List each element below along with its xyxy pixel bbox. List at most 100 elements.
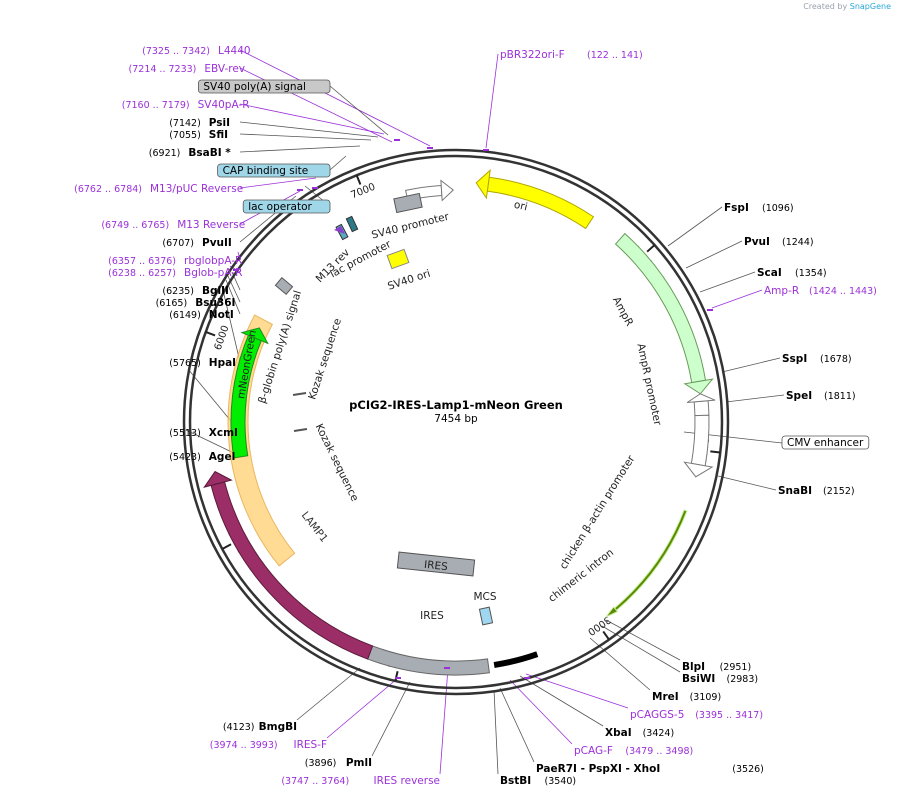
site-label-range: (1354) — [795, 268, 827, 279]
plasmid-name: pCIG2-IRES-Lamp1-mNeon Green — [349, 398, 563, 412]
feature-arcs — [203, 169, 716, 676]
plasmid-backbone — [182, 148, 730, 696]
leader-line — [725, 394, 785, 403]
leader-line — [239, 133, 372, 141]
credit-prefix: Created by — [803, 2, 848, 11]
sv40ori-label: SV40 ori — [386, 268, 432, 293]
site-label-name: PmlI — [346, 757, 372, 769]
ampr-arrowhead — [683, 378, 714, 395]
site-label-range: (5513) — [169, 428, 201, 439]
kozak-mark-2 — [293, 428, 308, 432]
site-label-range: (1811) — [824, 391, 856, 402]
leader-line — [499, 687, 535, 763]
leader-line — [239, 103, 385, 135]
tick-mark — [394, 671, 399, 682]
tick-label: 6000 — [213, 324, 232, 352]
site-label-range: (6749 .. 6765) — [101, 220, 169, 231]
chimeric-intron-label: chimeric intron — [546, 547, 616, 605]
site-label-range: (5765) — [169, 358, 201, 369]
leader-line — [711, 289, 763, 309]
sv40-polya-feature — [393, 192, 423, 214]
site-label-name: Bsu36I — [195, 297, 235, 309]
tick-mark — [355, 174, 362, 185]
site-label-range: (7142) — [169, 118, 201, 129]
site-label-range: (6235) — [162, 286, 194, 297]
site-label-range: (6165) — [156, 298, 188, 309]
leader-line — [239, 49, 431, 147]
lamp1-label: LAMP1 — [299, 510, 330, 545]
leader-line — [221, 285, 241, 363]
site-label-range: (3526) — [732, 764, 764, 775]
ori-label: ori — [513, 199, 529, 214]
site-label-name: MreI — [652, 691, 679, 703]
site-label-name: BlpI — [682, 661, 705, 673]
ampr-label: AmpR — [610, 295, 635, 328]
site-label-range: (1678) — [820, 354, 852, 365]
site-label-range: (5423) — [169, 452, 201, 463]
site-label-range: (6357 .. 6376) — [108, 256, 176, 267]
outer-site-labels: L4440(7325 .. 7342)EBV-rev(7214 .. 7233)… — [74, 45, 877, 787]
site-label-range: (3747 .. 3764) — [281, 776, 349, 787]
leader-line — [439, 667, 449, 775]
leader-line — [493, 689, 499, 775]
tick-mark — [205, 331, 216, 337]
site-label-range: (3395 .. 3417) — [695, 710, 763, 721]
site-label-name: PaeR7I - PspXI - XhoI — [536, 763, 660, 775]
site-label-name: SfiI — [209, 129, 228, 141]
map-center: pCIG2-IRES-Lamp1-mNeon Green 7454 bp — [349, 398, 563, 425]
site-label-name: lac operator — [248, 201, 312, 213]
site-label-name: M13/pUC Reverse — [150, 183, 243, 195]
site-label-range: (1424 .. 1443) — [809, 286, 877, 297]
leader-line — [371, 681, 411, 757]
site-label-range: (7055) — [169, 130, 201, 141]
site-label-range: (122 .. 141) — [587, 50, 643, 61]
site-label-name: L4440 — [218, 45, 251, 57]
tick-label: 3000 — [585, 613, 612, 637]
site-label-name: PvuI — [744, 236, 770, 248]
mneongreen-arrowhead — [240, 327, 269, 345]
cmv-cbh-label: chicken β-actin promoter — [557, 453, 637, 572]
mcs-label: MCS — [473, 591, 496, 603]
kozak1-label: Kozak sequence — [306, 317, 344, 401]
leader-line — [485, 53, 499, 149]
leader-line — [699, 271, 756, 293]
site-label-name: M13 Reverse — [177, 219, 245, 231]
site-label-name: BmgBI — [259, 721, 297, 733]
tick-mark — [602, 630, 610, 641]
lamp1-arrowhead — [203, 470, 233, 488]
site-label-name: BsaBI * — [188, 147, 231, 159]
site-label-range: (6921) — [149, 148, 181, 159]
leader-line — [239, 177, 317, 189]
site-label-name: rbglobpA-R — [184, 255, 242, 267]
site-label-name: SV40 poly(A) signal — [203, 81, 306, 93]
site-label-range: (4123) — [223, 722, 255, 733]
ori-arrowhead — [475, 169, 491, 200]
site-label-name: SpeI — [786, 390, 812, 402]
site-label-name: Amp-R — [764, 285, 799, 297]
leader-line — [239, 121, 379, 138]
ampr-promoter-label: AmpR promoter — [634, 342, 663, 427]
ires-outer-arc — [367, 645, 490, 676]
site-label-name: SV40pA-R — [198, 99, 250, 111]
site-label-name: PsiI — [209, 117, 230, 129]
ampr-promoter-arrowhead — [686, 393, 716, 404]
leader-line — [519, 675, 604, 727]
site-label-box — [217, 163, 331, 178]
m13rev-feature — [334, 226, 345, 234]
ori-arc — [486, 176, 595, 230]
tick-mark — [710, 450, 721, 454]
site-label-name: pCAGGS-5 — [630, 709, 684, 721]
ires-inner-feature — [396, 551, 476, 577]
site-label-range: (3974 .. 3993) — [210, 740, 278, 751]
sv40-ori-feature — [386, 248, 410, 270]
sv40-promoter-arrowhead — [440, 179, 455, 202]
chimeric-intron-arc — [613, 509, 688, 612]
site-label-range: (2152) — [823, 486, 855, 497]
kozak-mark-1 — [292, 392, 307, 396]
leader-line — [239, 145, 361, 153]
tick-mark — [221, 543, 232, 550]
leader-line — [717, 475, 777, 491]
snapgene-credit: Created by SnapGene — [803, 2, 891, 11]
site-label-range: (7160 .. 7179) — [122, 100, 190, 111]
chimeric-intron-arrowhead — [605, 606, 619, 618]
